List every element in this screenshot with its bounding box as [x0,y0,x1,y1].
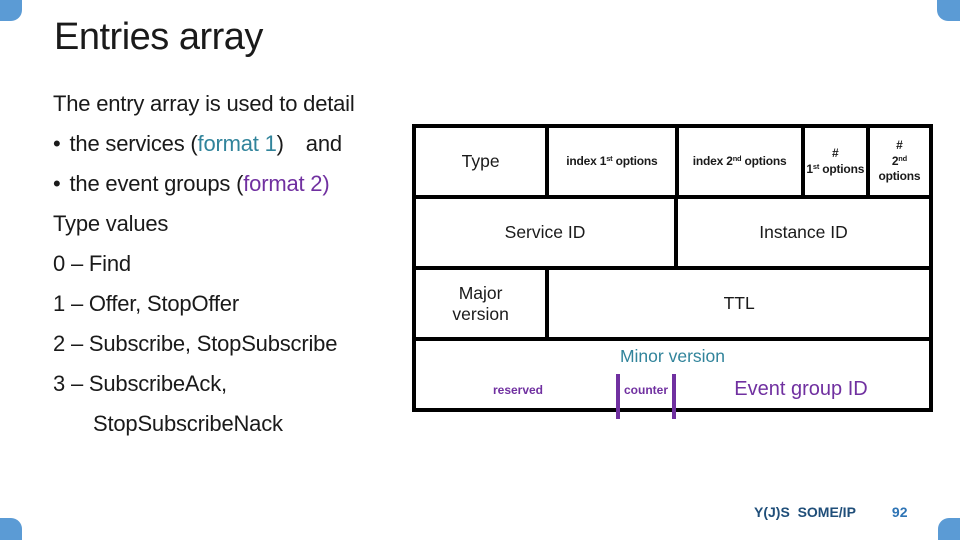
diagram-row-2: Service ID Instance ID [416,195,929,266]
format-2-label: format 2 [243,171,323,196]
bullet-event-groups: • the event groups (format 2) [53,164,355,204]
field-index-2nd-options: index 2nd options [674,128,801,195]
type-value-0: 0 – Find [53,251,131,276]
corner-decoration-top-right [937,0,960,21]
field-major-version: Major version [452,282,509,324]
footer: Y(J)S SOME/IP 92 [754,504,908,520]
counter-divider-right [672,374,676,419]
diagram-row-3: Major version TTL [416,266,929,337]
field-num-2nd-options: #2nd options [865,128,929,195]
field-type: Type [461,151,500,171]
field-index-1st-options: index 1st options [545,128,674,195]
page-title: Entries array [54,16,263,58]
type-value-1: 1 – Offer, StopOffer [53,291,239,316]
field-service-id: Service ID [504,222,586,242]
corner-decoration-top-left [0,0,22,21]
bullet-services-pre: the services ( [69,131,198,156]
bullet-event-groups-pre: the event groups ( [69,171,244,196]
minor-version-label: Minor version [619,346,726,366]
bullet-event-groups-close: ) [322,171,330,196]
counter-label: counter [623,383,668,397]
format-1-label: format 1 [197,131,277,156]
body-text: The entry array is used to detail • the s… [53,84,355,444]
diagram-row-4: Minor version reserved counter Event gro… [416,337,929,419]
bullet-icon: • [53,131,61,156]
type-values-heading: Type values [53,211,169,236]
bullet-services: • the services (format 1) and [53,124,355,164]
field-instance-id: Instance ID [674,199,929,266]
corner-decoration-bottom-left [0,518,22,540]
reserved-label: reserved [492,383,544,397]
field-minor-version-row: Minor version reserved counter Event gro… [416,341,929,419]
type-value-3: 3 – SubscribeAck, [53,371,227,396]
field-num-1st-options: #1st options [800,128,866,195]
counter-divider-left [616,374,620,419]
corner-decoration-bottom-right [938,518,960,540]
type-value-3-cont: StopSubscribeNack [93,411,283,436]
intro-line: The entry array is used to detail [53,91,355,116]
field-ttl: TTL [545,270,929,337]
footer-credit: Y(J)S SOME/IP [754,504,856,520]
diagram-row-1: Type index 1st options index 2nd options… [416,128,929,195]
entry-format-diagram: Type index 1st options index 2nd options… [412,124,933,419]
event-group-id-label: Event group ID [734,378,868,400]
type-value-2: 2 – Subscribe, StopSubscribe [53,331,338,356]
bullet-services-close: ) [276,131,284,156]
bullet-services-suffix: and [305,131,342,156]
page-number: 92 [891,504,908,520]
bullet-icon: • [53,171,61,196]
